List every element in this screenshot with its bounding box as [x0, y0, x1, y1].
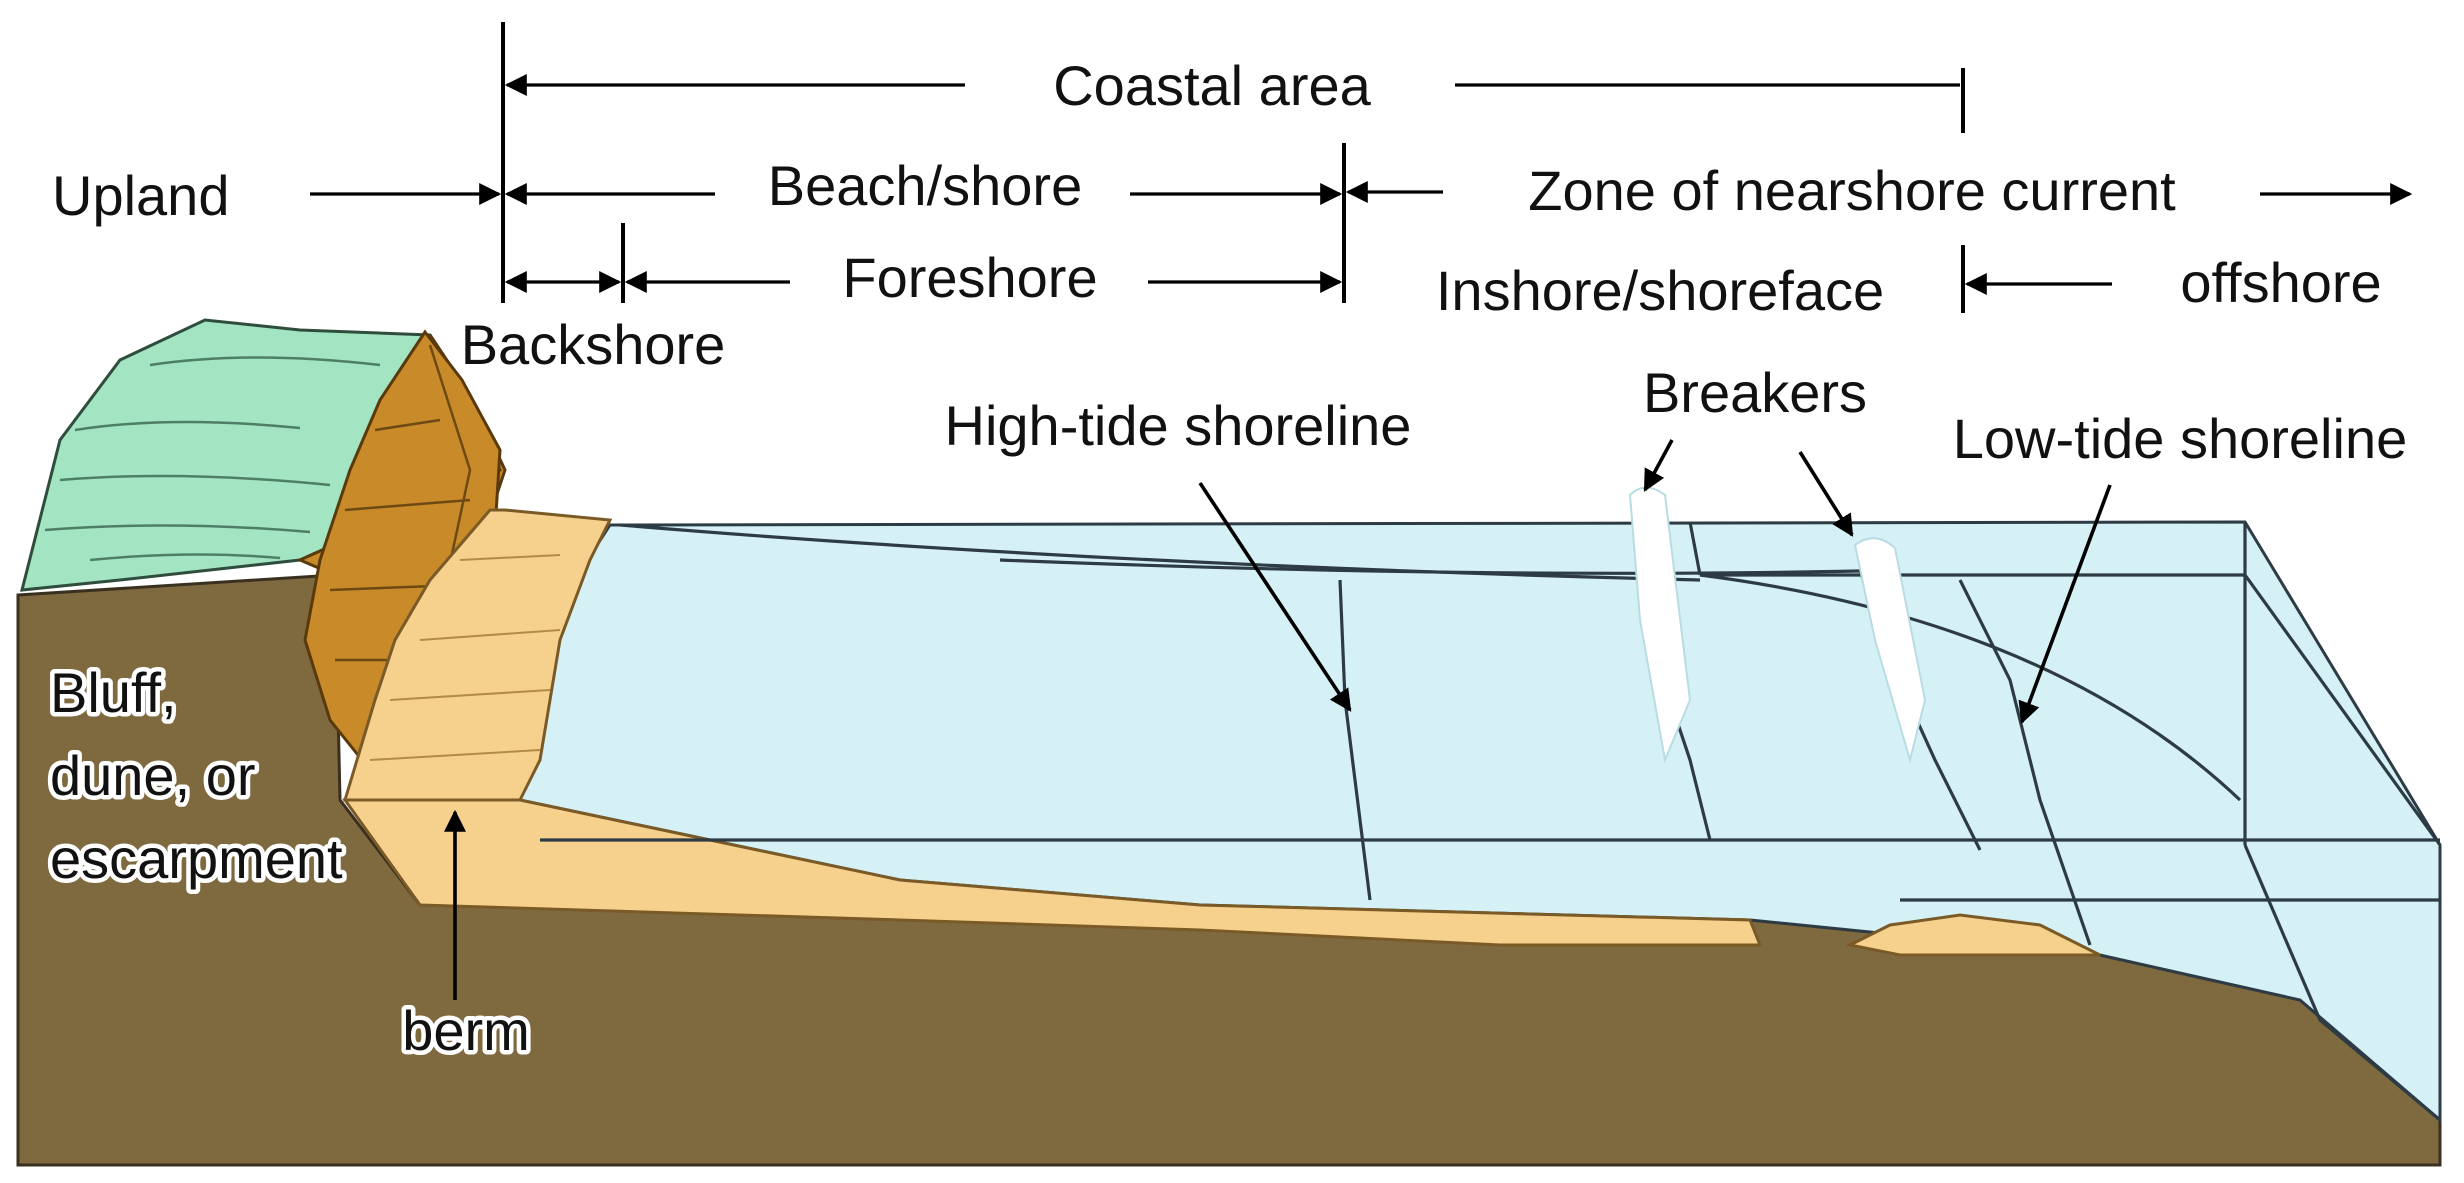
submerged-sand	[342, 798, 1763, 947]
label-berm: berm	[402, 999, 530, 1062]
label-coastal-area: Coastal area	[1053, 54, 1371, 117]
block-illustration	[16, 318, 2442, 1167]
high-tide-pointer	[1198, 482, 1352, 712]
label-backshore: Backshore	[461, 313, 726, 376]
label-breakers: Breakers	[1643, 361, 1867, 424]
label-bluff-line-2: dune, or	[50, 744, 256, 807]
breaker-pointer-1	[1643, 439, 1674, 492]
labels: Coastal area Upland Beach/shore Zone of …	[46, 54, 2408, 1067]
beach-sand-texture	[369, 554, 561, 761]
label-bluff-line-3: escarpment	[50, 827, 343, 890]
low-tide-pointer	[2018, 484, 2112, 725]
label-upland: Upland	[52, 164, 229, 227]
breaker-pointer-2	[1798, 451, 1854, 537]
pointer-arrows	[444, 439, 2112, 1000]
label-foreshore: Foreshore	[842, 246, 1097, 309]
low-tide-line	[1958, 579, 2092, 946]
label-offshore: offshore	[2180, 251, 2381, 314]
sand-bar	[1845, 913, 2101, 957]
label-beach-shore: Beach/shore	[768, 154, 1082, 217]
label-high-tide-shoreline: High-tide shoreline	[945, 394, 1412, 457]
label-zone-nearshore: Zone of nearshore current	[1528, 159, 2176, 222]
label-low-tide-shoreline: Low-tide shoreline	[1953, 407, 2407, 470]
label-bluff-line-1: Bluff,	[50, 661, 177, 724]
dimension-lines	[310, 22, 2413, 313]
label-inshore-shoreface: Inshore/shoreface	[1436, 259, 1884, 322]
dune-vegetation-texture	[44, 356, 381, 562]
